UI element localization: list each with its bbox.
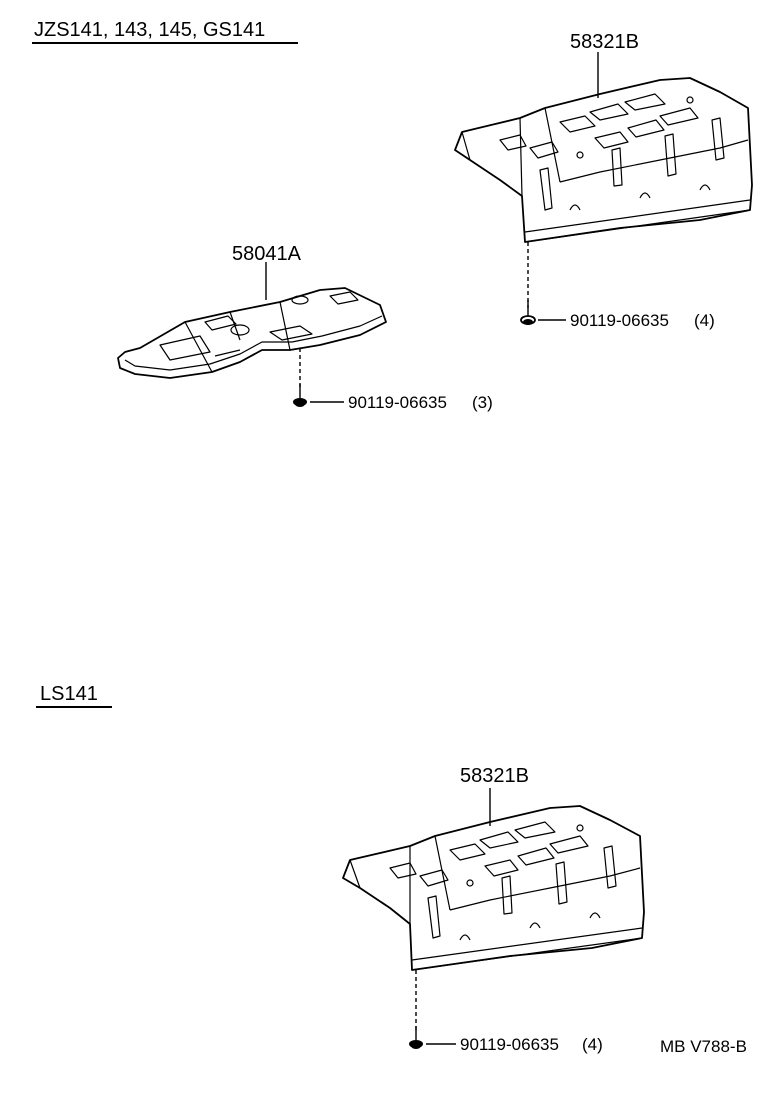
part-no-58321b-lower: 58321B xyxy=(460,765,529,787)
qty-bolt-lower: (4) xyxy=(582,1035,603,1054)
part-no-58321b-upper: 58321B xyxy=(570,31,639,53)
part-no-bolt-center: 90119-06635 xyxy=(348,393,447,412)
section-heading-jzs141: JZS141, 143, 145, GS141 xyxy=(34,19,265,41)
heat-insulator-58041a xyxy=(117,287,387,379)
bolt-icon xyxy=(520,300,536,325)
heat-insulator-58321b-upper xyxy=(454,77,753,243)
bolt-icon xyxy=(409,1026,423,1049)
heat-insulator-58321b-lower xyxy=(342,805,645,971)
diagram-code: MB V788-B xyxy=(660,1037,747,1056)
bolt-icon xyxy=(293,384,307,407)
section-heading-ls141: LS141 xyxy=(40,683,98,705)
qty-bolt-upper: (4) xyxy=(694,311,715,330)
part-no-58041a: 58041A xyxy=(232,243,302,265)
part-no-bolt-lower: 90119-06635 xyxy=(460,1035,559,1054)
part-no-bolt-upper: 90119-06635 xyxy=(570,311,669,330)
qty-bolt-center: (3) xyxy=(472,393,493,412)
